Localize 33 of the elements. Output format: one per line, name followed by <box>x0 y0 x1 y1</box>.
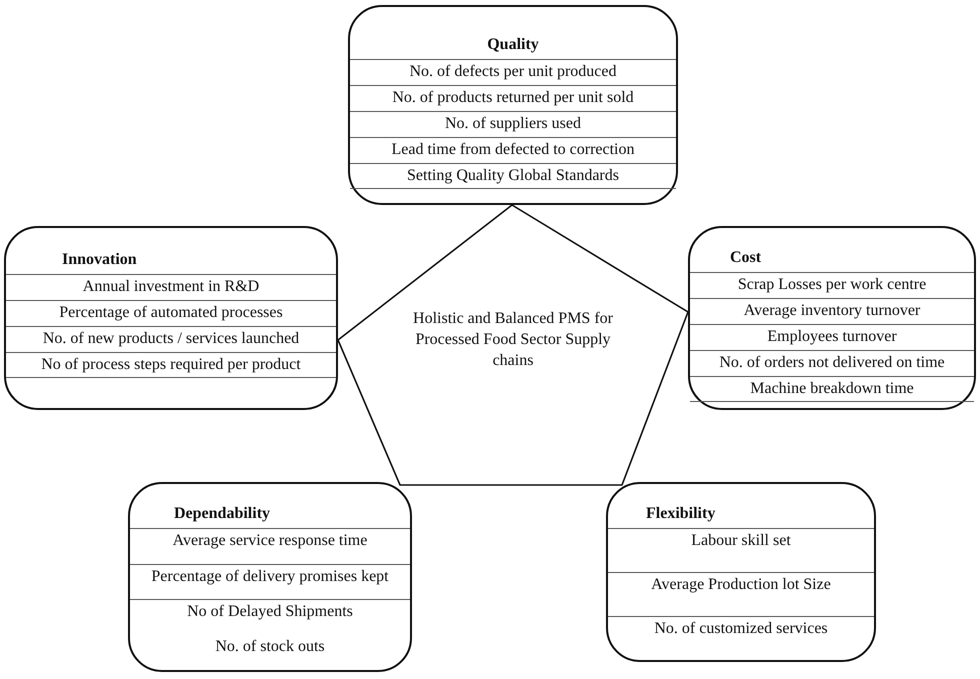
category-card <box>348 5 678 205</box>
indicator-text: Percentage of delivery promises kept <box>130 564 410 600</box>
category-card <box>128 482 412 672</box>
category-heading: Dependability <box>173 504 272 524</box>
indicator-text: Scrap Losses per work centre <box>690 272 974 298</box>
indicator-text: Percentage of automated processes <box>6 300 336 326</box>
indicator-text: Lead time from defected to correction <box>350 137 676 163</box>
category-heading: Quality <box>486 35 540 55</box>
indicator-text: No of process steps required per product <box>6 352 336 378</box>
indicator-text: Annual investment in R&D <box>6 274 336 300</box>
indicator-text: Machine breakdown time <box>690 376 974 402</box>
indicator-text: No. of stock outs <box>214 636 326 657</box>
category-heading: Innovation <box>61 250 138 270</box>
indicator-text: Setting Quality Global Standards <box>350 163 676 189</box>
indicator-text: No. of products returned per unit sold <box>350 85 676 111</box>
category-heading: Flexibility <box>645 504 716 524</box>
pentagon-shape <box>338 205 688 485</box>
indicator-text: Labour skill set <box>608 528 874 572</box>
indicator-text: No of Delayed Shipments <box>130 599 410 635</box>
indicator-text: No. of customized services <box>608 616 874 660</box>
indicator-text: Average Production lot Size <box>608 572 874 616</box>
indicator-text: No. of suppliers used <box>350 111 676 137</box>
indicator-text: Average service response time <box>130 528 410 564</box>
category-card <box>606 482 876 662</box>
category-card <box>4 226 338 410</box>
center-title: Holistic and Balanced PMS for Processed Food Sector Supply chains <box>412 309 614 371</box>
indicator-text: Average inventory turnover <box>690 298 974 324</box>
indicator-text: No. of new products / services launched <box>6 326 336 352</box>
indicator-text: No. of orders not delivered on time <box>690 350 974 376</box>
category-heading: Cost <box>729 248 762 268</box>
indicator-text: Employees turnover <box>690 324 974 350</box>
category-card <box>688 226 976 410</box>
indicator-text: No. of defects per unit produced <box>350 59 676 85</box>
